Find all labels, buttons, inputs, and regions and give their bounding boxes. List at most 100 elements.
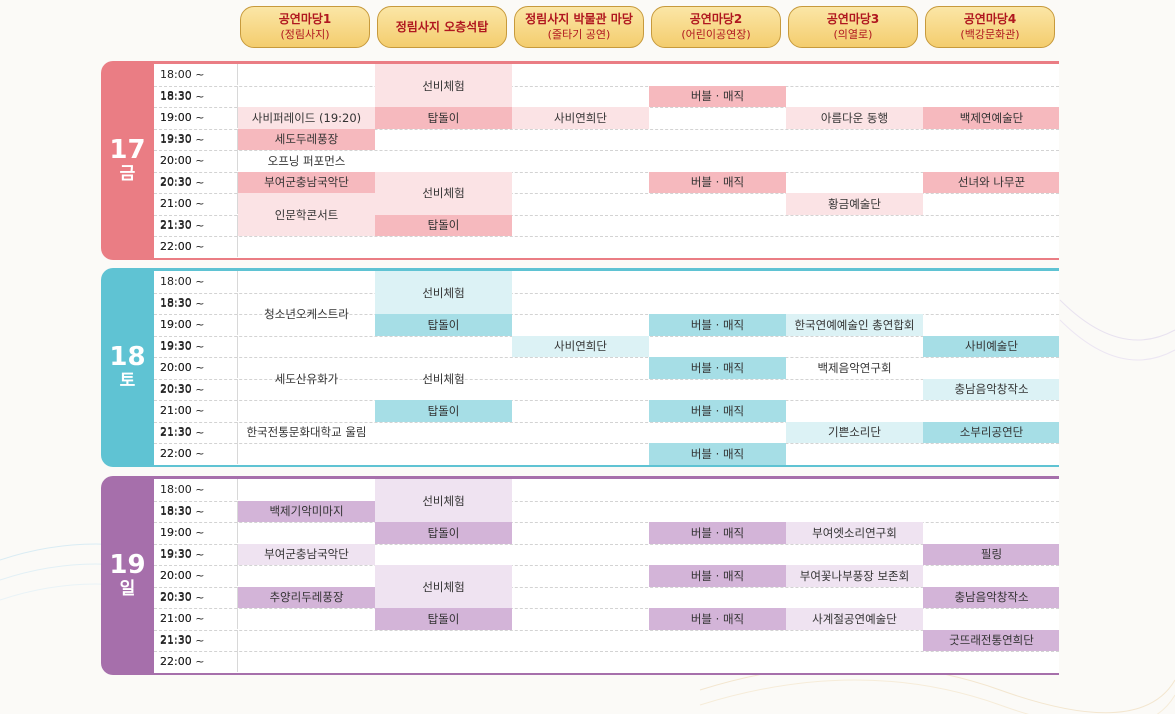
day-number: 18 (109, 342, 146, 373)
event-cell: 청소년오케스트라 (264, 307, 349, 321)
event-cell: 선비체험 (375, 64, 512, 107)
row-divider (154, 522, 1059, 523)
row-divider (154, 443, 1059, 444)
event-cell: 탑돌이 (375, 107, 512, 129)
venue-name: 공연마당4 (963, 12, 1017, 26)
time-slot: 20:30 ~ 21:00 (154, 586, 238, 625)
venue-header: 정림사지 박물관 마당 (줄타기 공연) (514, 6, 644, 48)
venue-subtitle: (정림사지) (280, 28, 330, 41)
row-divider (154, 500, 1059, 502)
time-slot: 20:00 ~ 20:30 (154, 565, 238, 603)
day-of-week: 토 (119, 371, 136, 392)
row-divider (154, 214, 1059, 216)
event-cell: 백제연예술단 (923, 107, 1059, 129)
day-bottom-border (154, 672, 1059, 675)
event-cell: 부여꽃나부풍장 보존회 (786, 565, 923, 587)
row-divider (154, 128, 1059, 130)
day-number: 17 (109, 135, 146, 166)
event-cell: 부여군충남국악단 (238, 543, 375, 565)
event-cell: 버블 · 매직 (649, 85, 786, 107)
time-slot: 18:00 ~ 18:30 (154, 64, 238, 102)
event-cell: 사계절공연예술단 (786, 608, 923, 630)
day-of-week: 일 (119, 579, 136, 600)
time-slot: 21:00 ~ 21:30 (154, 400, 238, 438)
row-divider (154, 292, 1059, 294)
time-slot: 21:00 ~ 21:30 (154, 608, 238, 646)
event-cell: 선녀와 나무꾼 (923, 171, 1059, 193)
day-bottom-border (154, 464, 1059, 467)
time-slot: 18:30 ~ 19:00 (154, 292, 238, 331)
event-cell: 소부리공연단 (923, 421, 1059, 443)
event-cell: 추양리두레풍장 (238, 586, 375, 608)
event-cell: 탑돌이 (375, 314, 512, 336)
venue-name: 정림사지 박물관 마당 (525, 12, 633, 26)
event-cell: 탑돌이 (375, 214, 512, 236)
event-cell: 사비퍼레이드 (19:20) (238, 107, 375, 129)
event-cell: 한국전통문화대학교 울림 (246, 425, 367, 440)
venue-name: 정림사지 오층석탑 (395, 19, 489, 34)
event-cell: 오프닝 퍼포먼스 (267, 153, 346, 168)
event-cell: 충남음악창작소 (923, 586, 1059, 608)
time-slot: 20:00 ~ 20:30 (154, 357, 238, 395)
event-cell: 충남음악창작소 (923, 378, 1059, 400)
venue-name: 공연마당2 (689, 12, 743, 26)
row-divider (154, 400, 1059, 401)
day-top-border (154, 61, 1059, 64)
event-cell: 필링 (923, 543, 1059, 565)
event-cell: 버블 · 매직 (649, 608, 786, 630)
event-cell: 부여군충남국악단 (238, 171, 375, 193)
time-slot: 21:00 ~ 21:30 (154, 193, 238, 231)
row-divider (154, 565, 1059, 566)
venue-header: 공연마당3 (의열로) (788, 6, 918, 48)
time-slot: 20:30 ~ 21:00 (154, 171, 238, 210)
event-cell: 버블 · 매직 (649, 357, 786, 379)
row-divider (154, 85, 1059, 87)
venue-subtitle: (의열로) (833, 28, 873, 41)
row-divider (154, 171, 1059, 173)
venue-header: 공연마당4(백강문화관) (925, 6, 1055, 48)
row-divider (154, 193, 1059, 194)
event-cell: 선비체험 (422, 371, 465, 386)
event-cell: 세도산유화가 (274, 371, 339, 386)
event-cell: 선비체험 (375, 171, 512, 215)
time-slot: 19:30 ~ 20:00 (154, 335, 238, 374)
event-cell: 버블 · 매직 (649, 171, 786, 193)
event-cell: 황금예술단 (786, 193, 923, 215)
venue-header: 정림사지 오층석탑 (377, 6, 507, 48)
time-slot: 19:30 ~ 20:00 (154, 543, 238, 582)
event-cell: 사비연희단 (512, 107, 649, 129)
row-divider (154, 608, 1059, 609)
time-slot: 18:00 ~ 18:30 (154, 479, 238, 517)
event-cell: 버블 · 매직 (649, 400, 786, 422)
row-divider (154, 629, 1059, 631)
time-slot: 21:30 ~ 22:00 (154, 629, 238, 668)
venue-subtitle: (줄타기 공연) (547, 28, 611, 41)
row-divider (154, 357, 1059, 358)
time-slot: 18:30 ~ 19:00 (154, 500, 238, 539)
time-slot: 22:00 ~ 22:30 (154, 236, 238, 257)
event-cell: 선비체험 (375, 479, 512, 522)
venue-name: 공연마당1 (278, 12, 332, 26)
event-cell: 굿뜨래전통연희단 (923, 629, 1059, 651)
event-cell: 선비체험 (375, 565, 512, 608)
row-divider (154, 378, 1059, 380)
time-slot: 22:00 ~ 22:30 (154, 651, 238, 672)
event-cell: 탑돌이 (375, 522, 512, 544)
event-cell: 사비예술단 (923, 335, 1059, 357)
time-slot: 22:00 ~ 22:30 (154, 443, 238, 464)
venue-name: 공연마당3 (826, 12, 880, 26)
venue-header: 공연마당1 (정림사지) (240, 6, 370, 48)
row-divider (154, 314, 1059, 315)
event-cell: 선비체험 (375, 271, 512, 314)
time-slot: 20:00 ~ 20:30 (154, 150, 238, 188)
day-bottom-border (154, 257, 1059, 260)
event-cell: 버블 · 매직 (649, 443, 786, 465)
time-slot: 18:30 ~ 19:00 (154, 85, 238, 124)
venue-subtitle: (어린이공연장) (681, 28, 751, 41)
event-cell: 인문학콘서트 (238, 193, 375, 236)
event-cell: 탑돌이 (375, 400, 512, 422)
